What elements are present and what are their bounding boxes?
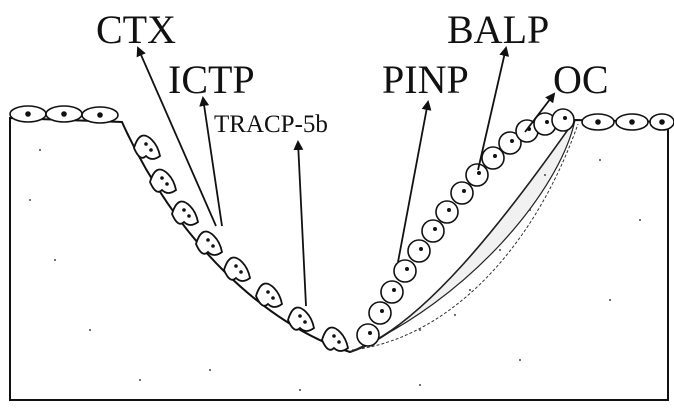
ictp-arrow — [199, 96, 223, 227]
osteoclast-cells — [133, 134, 349, 352]
label-tracp-5b: TRACP-5b — [214, 111, 328, 138]
tracp-arrow — [293, 140, 307, 307]
label-ctx: CTX — [96, 7, 176, 52]
osteoblast-cells — [356, 108, 575, 347]
ctx-arrow — [136, 46, 217, 227]
osteoid-layer — [349, 119, 576, 353]
lining-cells — [9, 105, 674, 131]
bone-block — [9, 116, 669, 401]
marker-arrows — [136, 46, 556, 307]
label-oc: OC — [553, 57, 609, 102]
osteoclast-nuclei — [144, 142, 341, 344]
label-balp: BALP — [447, 7, 549, 52]
label-ictp: ICTP — [168, 57, 255, 102]
balp-arrow — [477, 46, 510, 171]
osteoblast-nuclei — [368, 116, 567, 335]
oc-arrow — [524, 92, 556, 133]
bone-stipple — [29, 149, 641, 391]
label-pinp: PINP — [382, 57, 469, 102]
pinp-arrow — [397, 100, 432, 263]
cement-line — [351, 123, 579, 351]
